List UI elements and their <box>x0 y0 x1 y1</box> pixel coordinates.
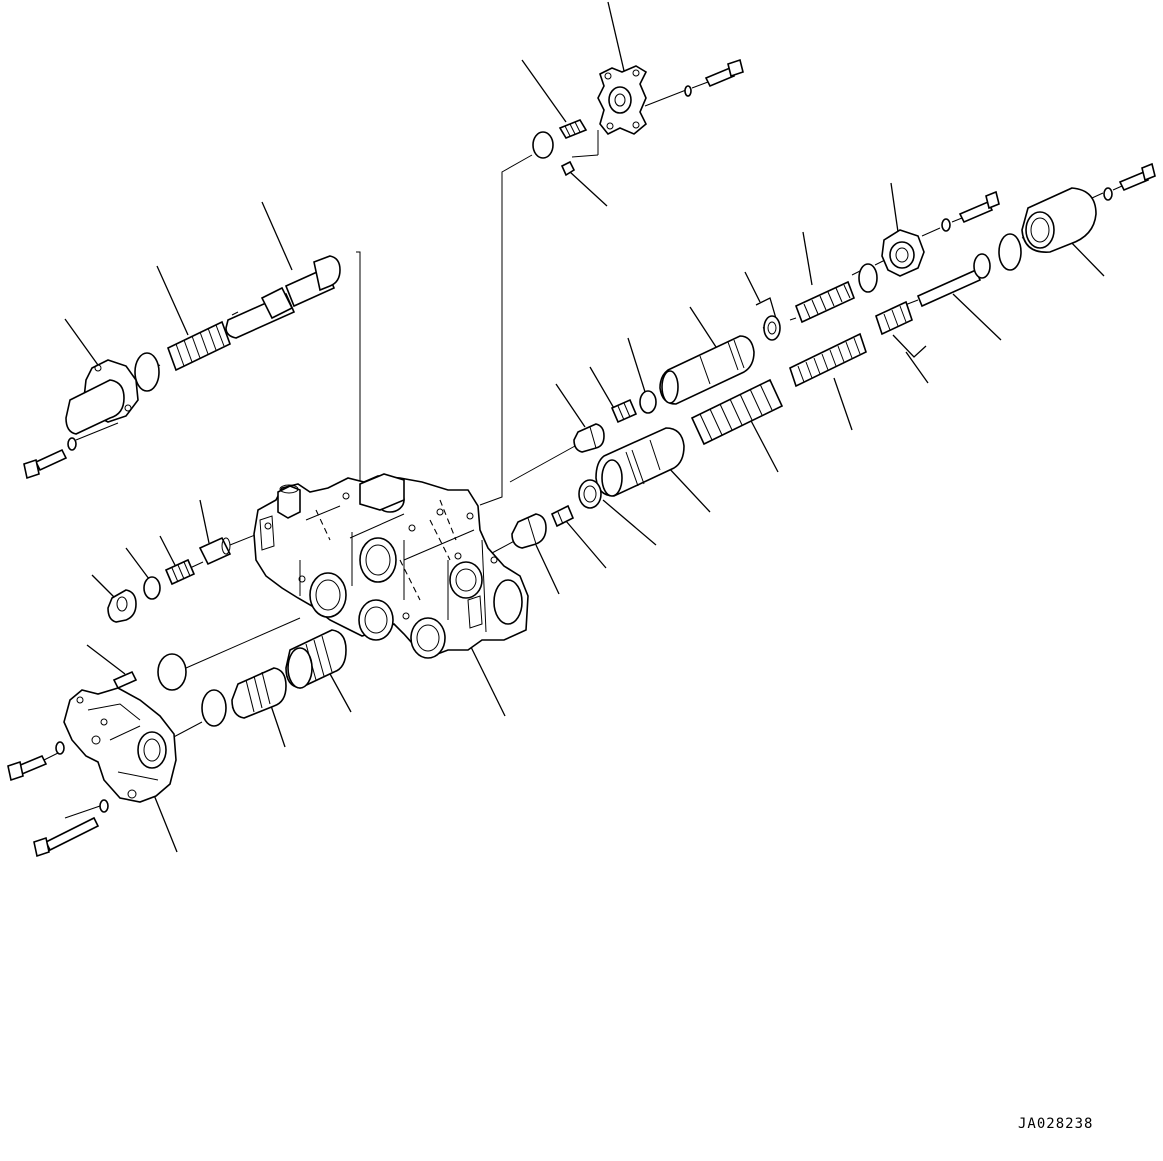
top-flange-cover <box>598 66 646 134</box>
left-middle-sleeve <box>200 538 230 564</box>
lower-o-ring <box>202 690 226 726</box>
left-middle-plug <box>108 590 136 622</box>
right-small-flange <box>882 192 999 276</box>
lower-spool <box>596 428 684 496</box>
right-retainer-ring <box>764 316 780 340</box>
lower-filter-large <box>286 630 346 688</box>
left-upper-spool <box>226 256 340 338</box>
left-upper-bolt <box>24 438 76 478</box>
main-valve-body <box>254 474 528 658</box>
right-upper-spring <box>796 282 854 322</box>
upper-small-spring <box>612 391 656 422</box>
leader-lines <box>65 2 1104 852</box>
left-middle-spring <box>166 560 194 584</box>
lower-filter-small <box>232 668 286 718</box>
lower-left-bolt-upper <box>8 742 64 780</box>
lower-pin <box>114 672 136 688</box>
lower-plug <box>512 514 546 548</box>
right-long-spring <box>790 334 866 386</box>
lower-ring <box>579 480 601 508</box>
top-bolt <box>685 60 743 96</box>
upper-plug <box>574 424 604 452</box>
right-small-spring-set <box>876 302 912 334</box>
lower-large-o-ring <box>158 654 186 690</box>
left-upper-cover <box>66 360 138 434</box>
lower-left-housing <box>64 688 176 802</box>
left-upper-spring <box>168 322 230 370</box>
figure-code: JA028238 <box>1018 1116 1094 1132</box>
upper-spool <box>660 336 754 404</box>
lower-small-spring <box>552 506 573 526</box>
large-coil-spring <box>692 380 782 444</box>
left-upper-o-ring <box>135 353 159 391</box>
right-large-cap <box>859 164 1155 292</box>
left-middle-ball <box>144 577 160 599</box>
lower-left-bolt-lower <box>34 800 108 856</box>
right-long-pin <box>918 254 990 306</box>
top-plug-spring <box>533 120 586 175</box>
